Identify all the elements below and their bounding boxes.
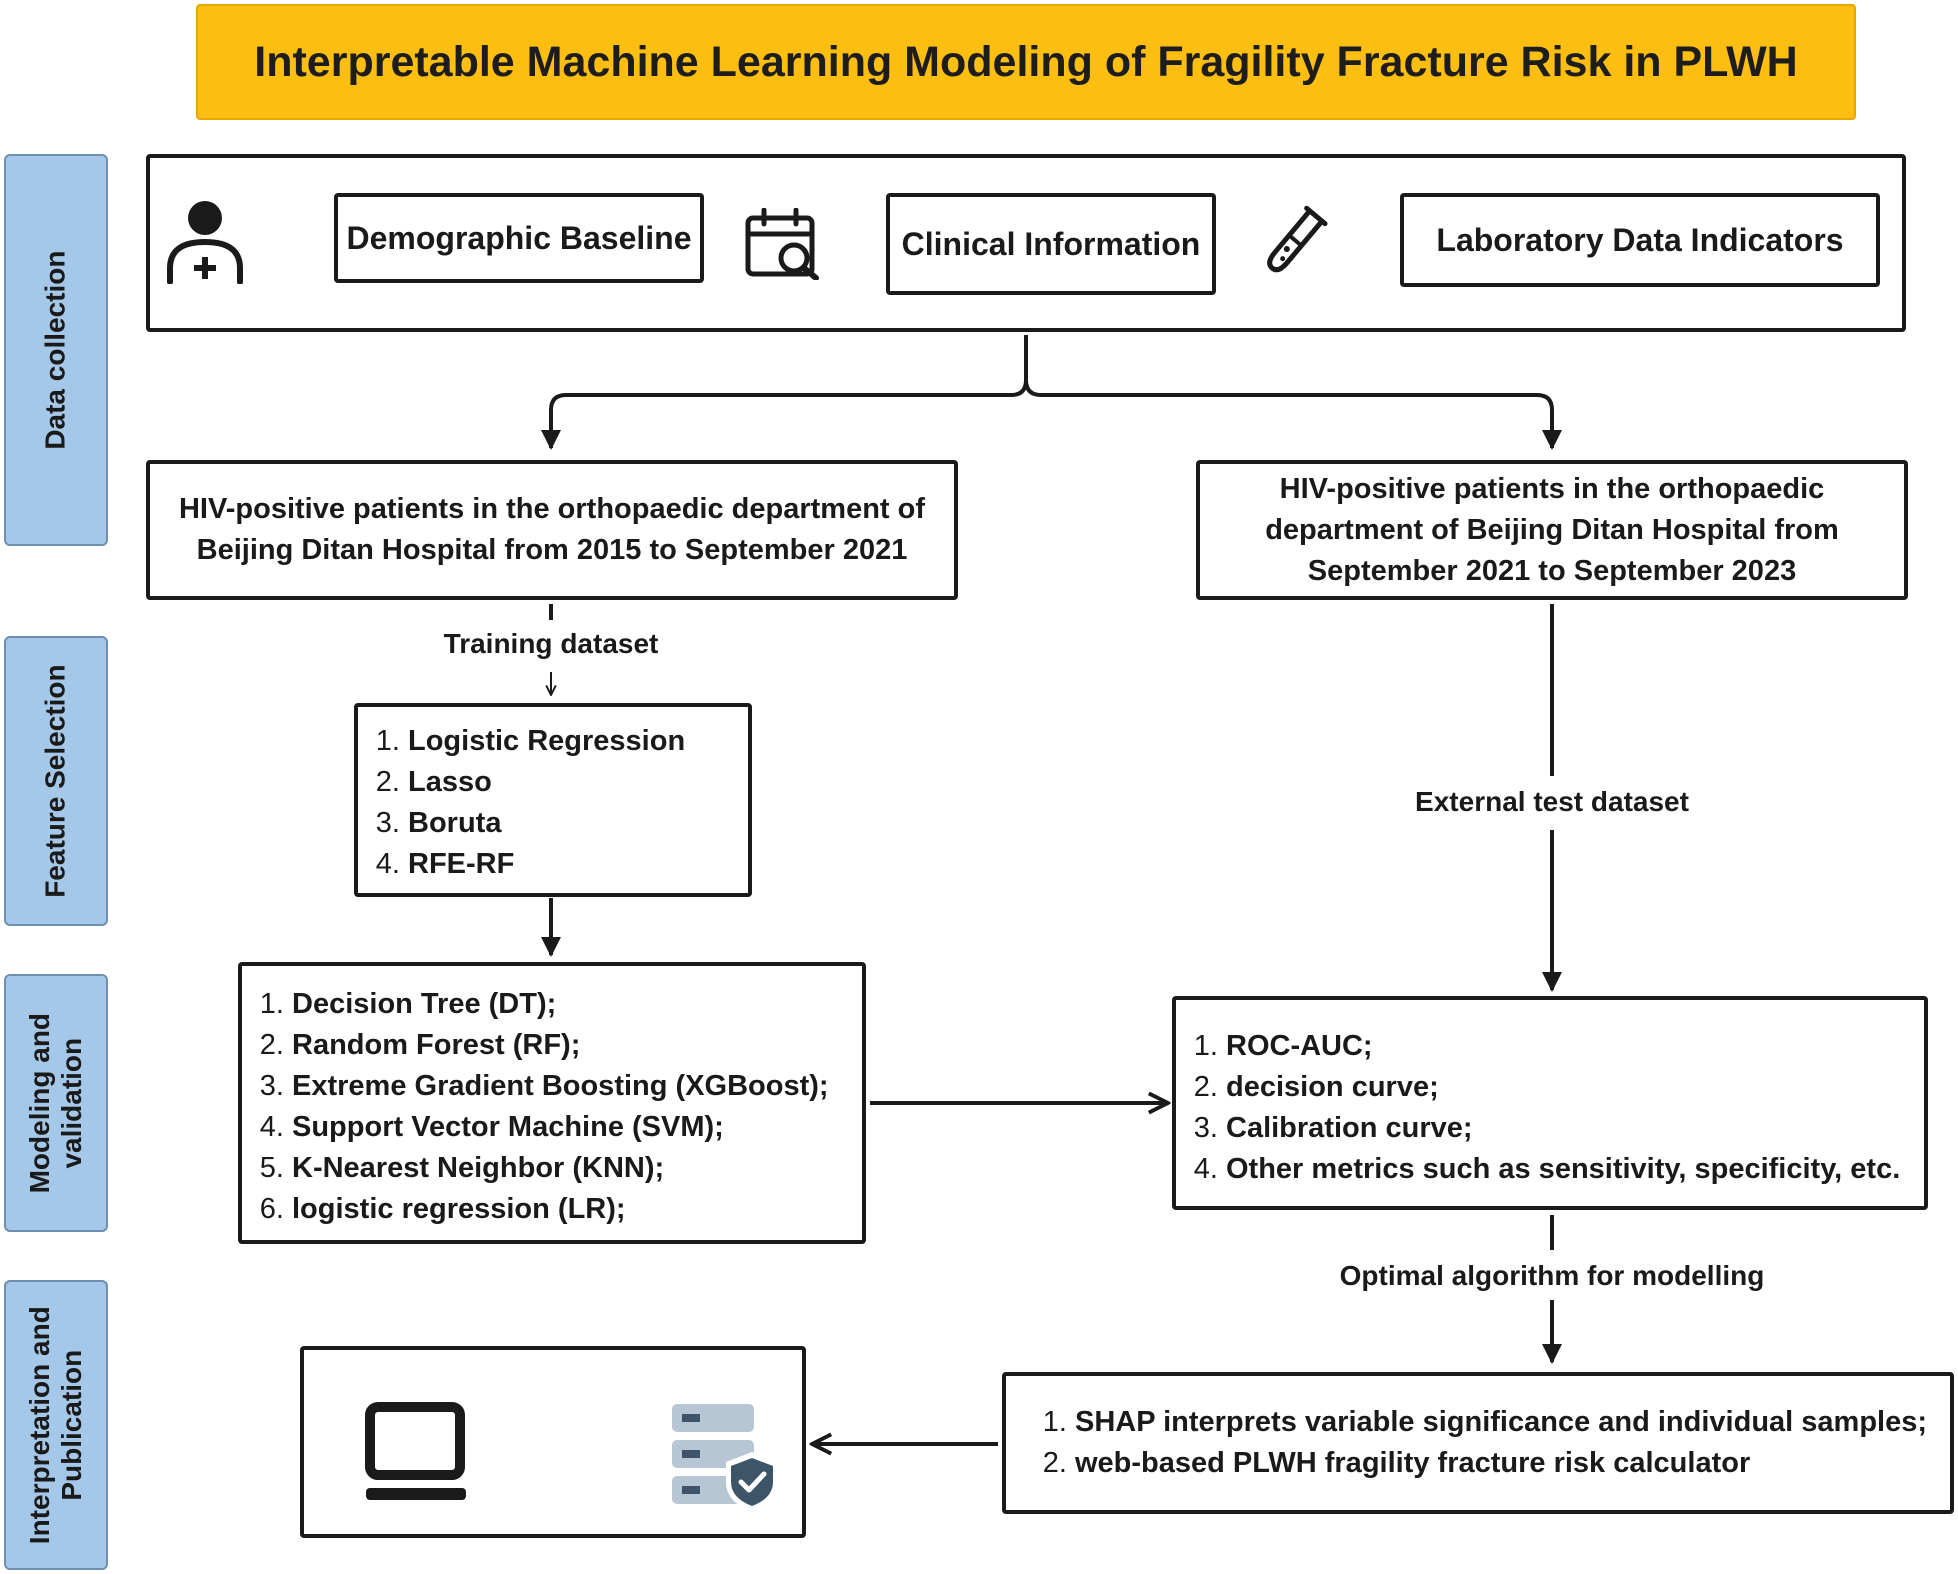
external-test-dataset-label: External test dataset	[1415, 786, 1689, 817]
server-led	[682, 1450, 700, 1458]
feature-selection-item: RFE-RF	[408, 844, 748, 885]
feature-selection-item: Logistic Regression	[408, 721, 748, 762]
stage-label-line1: Modeling and	[23, 1012, 55, 1194]
stage-label-data-collection: Data collection	[4, 154, 108, 546]
model-item: Decision Tree (DT);	[292, 984, 862, 1025]
stage-label-line2: Publication	[56, 1349, 88, 1501]
stage-label-line1: Data collection	[39, 250, 71, 450]
model-item: Extreme Gradient Boosting (XGBoost);	[292, 1066, 862, 1107]
server-led	[682, 1414, 700, 1422]
training-cohort-box: HIV-positive patients in the orthopaedic…	[146, 460, 958, 600]
stage-label-line1: Feature Selection	[39, 664, 71, 898]
patient-icon	[167, 201, 243, 284]
metric-item: Other metrics such as sensitivity, speci…	[1226, 1149, 1924, 1190]
model-item: Support Vector Machine (SVM);	[292, 1107, 862, 1148]
model-item: Random Forest (RF);	[292, 1025, 862, 1066]
secure-server-icon	[672, 1404, 778, 1512]
feature-selection-list: Logistic RegressionLassoBorutaRFE-RF	[358, 721, 748, 885]
title-banner: Interpretable Machine Learning Modeling …	[196, 4, 1856, 120]
stage-label-line2: validation	[56, 1037, 87, 1169]
stage-label-modeling-validation: Modeling and validation	[4, 974, 108, 1232]
feature-selection-item: Boruta	[408, 803, 748, 844]
interpretation-item: SHAP interprets variable significance an…	[1075, 1402, 1927, 1443]
model-item: K-Nearest Neighbor (KNN);	[292, 1148, 862, 1189]
model-item: logistic regression (LR);	[292, 1189, 862, 1230]
test-tube-icon	[1267, 205, 1328, 273]
external-cohort-text: HIV-positive patients in the orthopaedic…	[1265, 472, 1839, 587]
server-rack-top	[672, 1404, 754, 1432]
diagram-title: Interpretable Machine Learning Modeling …	[254, 37, 1798, 86]
clinical-information-label: Clinical Information	[901, 225, 1201, 262]
optimal-algorithm-label: Optimal algorithm for modelling	[1339, 1260, 1765, 1291]
models-box: Decision Tree (DT);Random Forest (RF);Ex…	[238, 962, 866, 1244]
feature-selection-box: Logistic RegressionLassoBorutaRFE-RF	[354, 703, 752, 897]
stage-label-line1: Interpretation and	[23, 1305, 55, 1545]
training-cohort-text: HIV-positive patients in the orthopaedic…	[178, 493, 926, 566]
server-led	[682, 1486, 700, 1494]
laptop-icon	[365, 1402, 466, 1500]
training-dataset-label: Training dataset	[443, 628, 659, 659]
split-connector	[541, 335, 1028, 450]
split-connector-right	[1024, 379, 1562, 450]
interpretation-box: SHAP interprets variable significance an…	[1002, 1372, 1954, 1514]
interpretation-list: SHAP interprets variable significance an…	[1029, 1402, 1927, 1510]
demographic-baseline-box: Demographic Baseline	[334, 193, 704, 283]
external-cohort-box: HIV-positive patients in the orthopaedic…	[1196, 460, 1908, 600]
laboratory-data-box: Laboratory Data Indicators	[1400, 193, 1880, 287]
shield-icon	[731, 1458, 773, 1506]
demographic-baseline-label: Demographic Baseline	[346, 219, 692, 256]
interpretation-item: web-based PLWH fragility fracture risk c…	[1075, 1443, 1927, 1484]
clinical-information-box: Clinical Information	[886, 193, 1216, 295]
metric-item: Calibration curve;	[1226, 1108, 1924, 1149]
feature-selection-item: Lasso	[408, 762, 748, 803]
metrics-box: ROC-AUC;decision curve;Calibration curve…	[1172, 996, 1928, 1210]
metric-item: ROC-AUC;	[1226, 1026, 1924, 1067]
stage-label-interpretation-publication: Interpretation and Publication	[4, 1280, 108, 1570]
metric-item: decision curve;	[1226, 1067, 1924, 1108]
metrics-list: ROC-AUC;decision curve;Calibration curve…	[1176, 1026, 1924, 1190]
models-list: Decision Tree (DT);Random Forest (RF);Ex…	[242, 984, 862, 1230]
stage-label-feature-selection: Feature Selection	[4, 636, 108, 926]
calendar-search-icon	[745, 208, 819, 280]
laboratory-data-label: Laboratory Data Indicators	[1436, 221, 1844, 258]
